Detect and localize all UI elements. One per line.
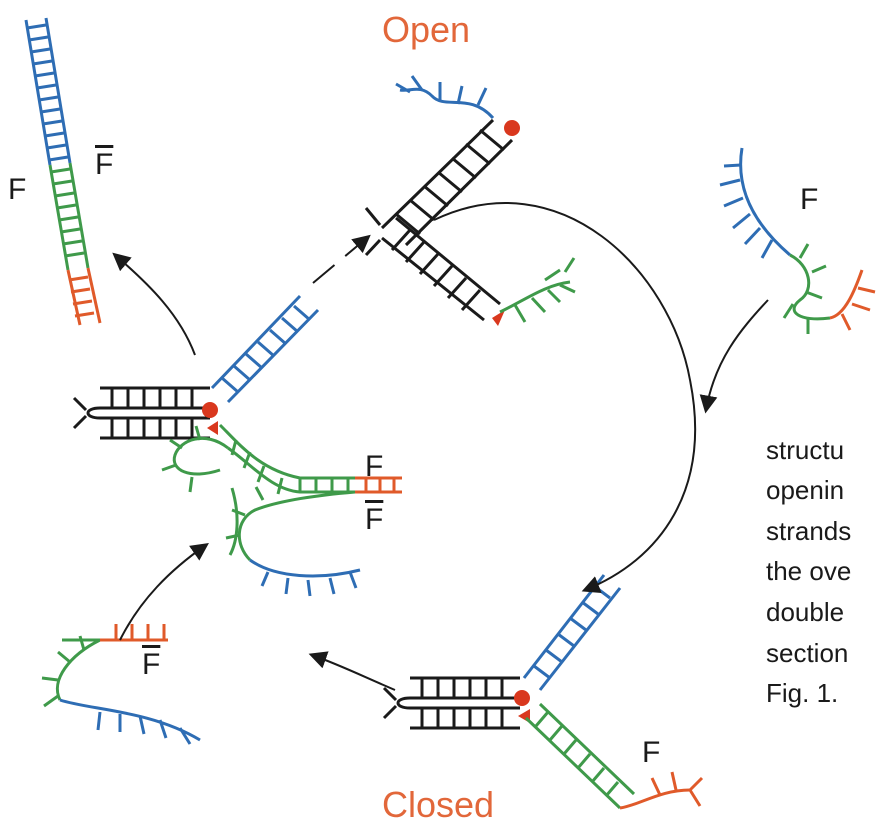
open-tweezers — [364, 75, 576, 326]
open-lower-arm — [381, 216, 501, 322]
released-duplex-blue-segment — [24, 17, 72, 166]
intermediate-black-duplex — [72, 386, 210, 440]
released-duplex-orange-segment — [66, 267, 102, 326]
closed-tweezers — [382, 574, 704, 810]
intermediate-green-arm — [161, 423, 355, 556]
arrow-release-duplex — [112, 252, 196, 356]
caption-line-6: section — [766, 638, 849, 668]
caption-line-1: structu — [766, 435, 845, 465]
closed-f-label: F — [642, 736, 661, 769]
fbar-green-segment — [55, 638, 101, 701]
caption-line-7: Fig. 1. — [766, 678, 839, 708]
closed-orange-end — [619, 771, 704, 810]
intermediate-fbar-label: F — [365, 503, 384, 536]
caption-line-3: strands — [766, 516, 852, 546]
caption-line-2: openin — [766, 475, 845, 505]
arrow-fuel-binding — [699, 299, 769, 414]
intermediate-fbar-loop — [225, 486, 361, 597]
intermediate-f-label: F — [365, 450, 384, 483]
fuel-right-green-segment — [789, 253, 831, 321]
closed-red-dot-marker — [514, 690, 530, 706]
arrow-closed-to-intermediate — [308, 651, 396, 691]
open-upper-arm — [380, 118, 514, 247]
open-green-single-strand — [499, 280, 571, 314]
open-red-dot-marker — [504, 120, 520, 136]
intermediate-red-triangle-marker — [207, 421, 218, 435]
arrow-to-open — [312, 234, 371, 284]
released-duplex-green-segment — [48, 162, 90, 271]
released-f-label: F — [8, 173, 27, 206]
arrow-fbar-binding — [119, 542, 209, 641]
caption-line-5: double — [766, 597, 845, 627]
closed-blue-arm — [522, 574, 622, 691]
fuel-right-blue-segment — [739, 147, 791, 257]
fuel-strand-right — [719, 147, 876, 334]
arrow-open-to-closed — [433, 202, 697, 593]
bottom-fbar-label: F — [142, 648, 161, 681]
open-red-triangle-marker — [492, 310, 505, 326]
open-state-label: Open — [382, 9, 471, 50]
closed-black-duplex — [382, 676, 520, 730]
closed-green-arm — [524, 702, 636, 810]
cycle-arrows — [112, 202, 769, 691]
intermediate-orange-end — [355, 476, 402, 494]
intermediate-complex — [72, 294, 402, 597]
closed-state-label: Closed — [382, 784, 495, 825]
fbar-blue-segment — [59, 698, 201, 742]
released-duplex — [24, 17, 102, 326]
released-fbar-label: F — [95, 148, 114, 181]
fuel-right-orange-segment — [829, 269, 864, 320]
intermediate-blue-arm — [210, 294, 320, 404]
open-blue-single-strand — [399, 87, 495, 120]
intermediate-red-dot-marker — [202, 402, 218, 418]
fbar-strand-bottom-left — [41, 624, 201, 745]
caption-line-4: the ove — [766, 556, 852, 586]
fuel-f-label: F — [800, 183, 819, 216]
